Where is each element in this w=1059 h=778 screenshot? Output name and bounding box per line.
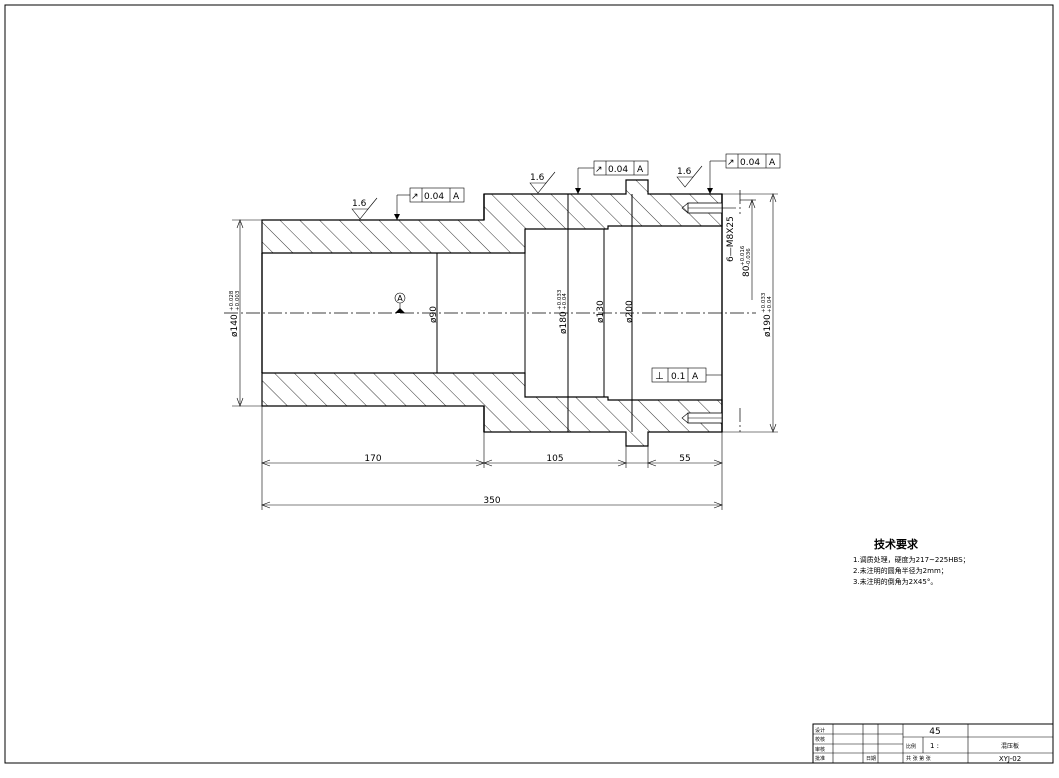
svg-text:ø140: ø140 [230, 314, 240, 337]
svg-text:比例: 比例 [906, 743, 916, 750]
svg-text:+0.033: +0.033 [761, 292, 767, 313]
dim-pitch-circle: 80 +0.016 -0.036 [740, 199, 756, 300]
svg-text:0.1: 0.1 [671, 372, 685, 382]
svg-text:1.6: 1.6 [677, 167, 692, 177]
dim-bore-large: ø180 +0.033 +0.04 [557, 289, 569, 334]
dim-step: ø200 [625, 300, 635, 323]
svg-text:80: 80 [742, 265, 752, 277]
runout-frame-3: ↗ 0.04 A [707, 153, 781, 194]
svg-text:ø180: ø180 [559, 311, 569, 334]
thread-callout: 6—M8X25 [722, 207, 736, 262]
note-line-3: 3.未注明的倒角为2X45°。 [853, 577, 937, 586]
title-block: 设计 校核 审核 批准 日期 45 比例 1 : 共 张 第 张 混压板 XYJ… [812, 723, 1054, 764]
roughness-symbol-3: 1.6 [676, 165, 703, 188]
svg-text:+0.028: +0.028 [229, 290, 235, 311]
svg-text:ø190: ø190 [763, 314, 773, 337]
svg-text:0.04: 0.04 [608, 165, 628, 175]
sheet-border [4, 4, 1054, 764]
dim-left-outer: ø140 +0.028 +0.003 [229, 219, 262, 407]
svg-text:A: A [692, 372, 699, 382]
notes-title: 技术要求 [874, 537, 919, 551]
runout-frame-1: ↗ 0.04 A [394, 187, 465, 220]
svg-text:6—M8X25: 6—M8X25 [726, 216, 736, 262]
svg-text:350: 350 [483, 496, 500, 506]
svg-text:+0.033: +0.033 [557, 289, 563, 310]
svg-text:↗: ↗ [727, 158, 735, 168]
roughness-symbol-2: 1.6 [529, 171, 556, 194]
svg-text:+0.04: +0.04 [562, 293, 568, 310]
svg-text:日期: 日期 [866, 756, 876, 762]
scale-value: 1 : [930, 742, 939, 750]
technical-notes: 技术要求 1.调质处理，硬度为217~225HBS； 2.未注明的圆角半径为2m… [853, 537, 970, 586]
svg-text:1.6: 1.6 [530, 173, 545, 183]
svg-text:+0.003: +0.003 [235, 290, 241, 311]
svg-text:A: A [397, 294, 403, 303]
svg-text:105: 105 [546, 454, 563, 464]
note-line-1: 1.调质处理，硬度为217~225HBS； [853, 555, 970, 564]
dim-bore-small: ø90 [429, 306, 439, 323]
drawing-number: XYJ-02 [999, 755, 1021, 763]
threaded-hole-upper [681, 202, 723, 214]
svg-text:+0.016: +0.016 [740, 245, 746, 266]
svg-text:设计: 设计 [815, 727, 825, 734]
perpendicularity-frame: ⊥ 0.1 A [651, 367, 722, 383]
svg-text:0.04: 0.04 [424, 192, 444, 202]
svg-text:1.6: 1.6 [352, 199, 367, 209]
section-lower-half [261, 372, 723, 447]
note-line-2: 2.未注明的圆角半径为2mm； [853, 566, 948, 575]
section-upper-half [261, 179, 723, 254]
material: 45 [929, 727, 940, 737]
svg-text:-0.036: -0.036 [746, 248, 752, 266]
svg-text:55: 55 [679, 454, 690, 464]
length-dimensions: 170 105 55 350 [261, 406, 723, 510]
svg-text:0.04: 0.04 [740, 158, 760, 168]
svg-text:A: A [637, 165, 644, 175]
runout-frame-2: ↗ 0.04 A [575, 160, 649, 194]
dim-groove: ø130 [596, 300, 606, 323]
svg-text:校核: 校核 [815, 736, 825, 743]
svg-text:⊥: ⊥ [655, 371, 664, 382]
svg-text:↗: ↗ [595, 165, 603, 175]
threaded-hole-lower [681, 412, 723, 424]
roughness-symbol-1: 1.6 [351, 197, 378, 220]
dim-right-outer: ø190 +0.033 +0.04 [722, 193, 778, 433]
svg-text:+0.04: +0.04 [767, 296, 773, 313]
svg-text:批准: 批准 [815, 755, 825, 762]
datum-a-marker: A [394, 292, 406, 313]
svg-text:170: 170 [364, 454, 381, 464]
svg-text:审核: 审核 [815, 746, 825, 753]
svg-text:共 张 第 张: 共 张 第 张 [906, 755, 931, 762]
svg-text:↗: ↗ [411, 192, 419, 202]
part-name: 混压板 [1001, 742, 1019, 750]
svg-text:A: A [769, 158, 776, 168]
svg-text:A: A [453, 192, 460, 202]
